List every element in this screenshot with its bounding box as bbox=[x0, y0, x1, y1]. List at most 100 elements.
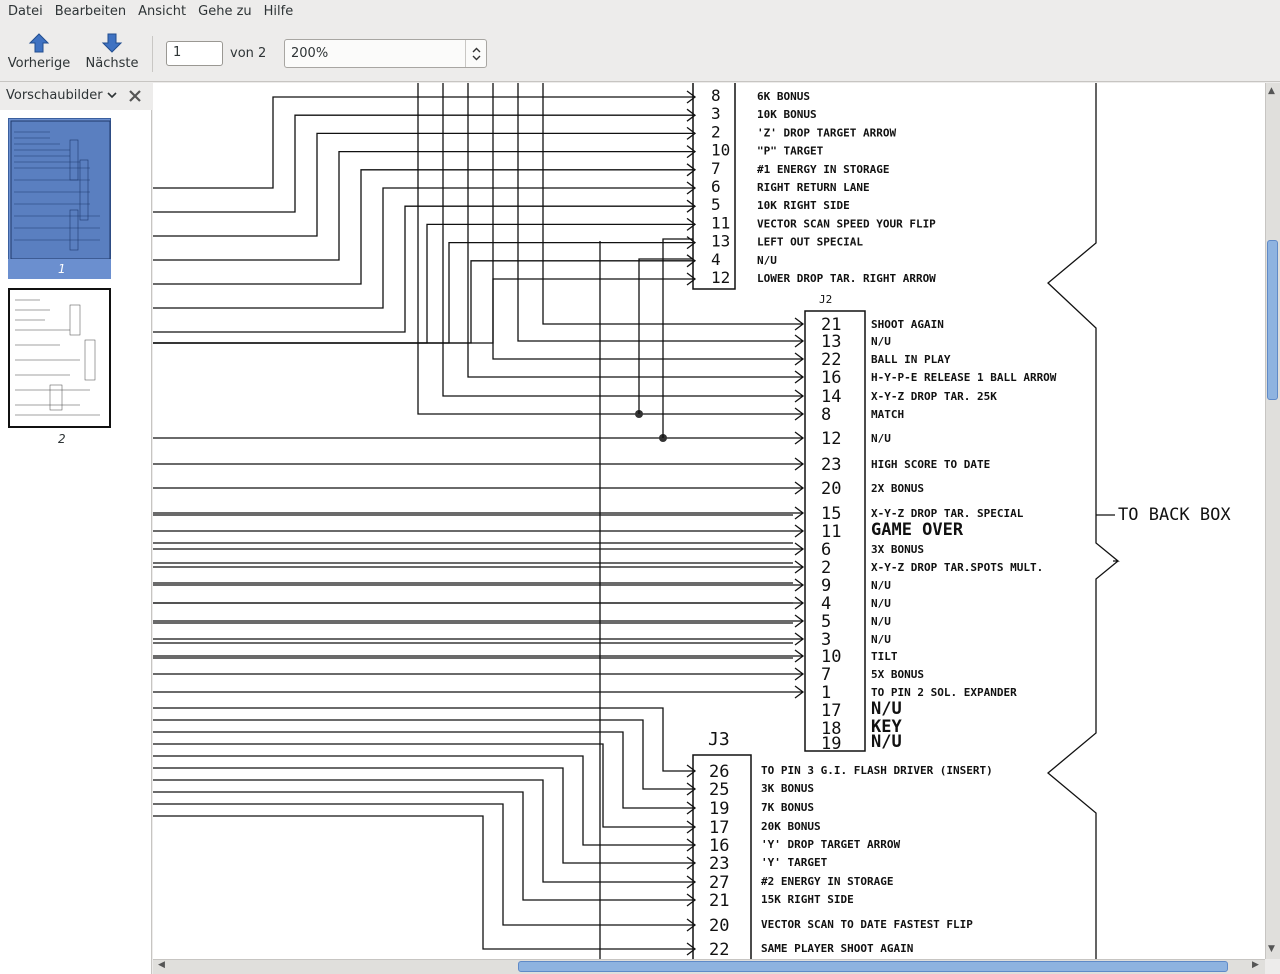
j3-pin-number: 21 bbox=[709, 891, 729, 911]
j1-pin-number: 11 bbox=[711, 213, 730, 232]
close-icon[interactable] bbox=[127, 88, 143, 104]
j1-pin-number: 3 bbox=[711, 104, 721, 123]
scroll-down-icon[interactable]: ▼ bbox=[1268, 944, 1275, 954]
j3-pin-arrow bbox=[686, 838, 697, 852]
j3-wire bbox=[153, 755, 693, 846]
j1-pin-number: 6 bbox=[711, 177, 721, 196]
j3-pin-number: 25 bbox=[709, 780, 729, 800]
j3-wire bbox=[153, 707, 693, 772]
previous-page-button[interactable]: Vorherige bbox=[6, 32, 72, 76]
j2-pin-label: N/U bbox=[871, 732, 902, 752]
sidebar-title: Vorschaubilder bbox=[6, 88, 103, 103]
zoom-value: 200% bbox=[291, 46, 329, 61]
j2-pin-number: 16 bbox=[821, 368, 841, 388]
j1-pin-arrow bbox=[686, 181, 697, 195]
vertical-scroll-thumb[interactable] bbox=[1267, 240, 1278, 400]
menu-datei[interactable]: Datei bbox=[8, 4, 43, 19]
j3-wire bbox=[153, 815, 693, 950]
sidebar-header: Vorschaubilder bbox=[0, 83, 152, 110]
j2-pin-number: 8 bbox=[821, 405, 831, 425]
j2-label: J2 bbox=[819, 293, 832, 306]
scroll-up-icon[interactable]: ▲ bbox=[1268, 86, 1275, 96]
j1-pin-arrow bbox=[686, 199, 697, 213]
menu-ansicht[interactable]: Ansicht bbox=[138, 4, 187, 19]
j2-pin-label: TILT bbox=[871, 650, 898, 663]
j2-pin-label: GAME OVER bbox=[871, 520, 964, 540]
thumbnail-1-label: 1 bbox=[58, 262, 66, 276]
j2-pin-label: X-Y-Z DROP TAR.SPOTS MULT. bbox=[871, 561, 1043, 574]
j3-connector bbox=[692, 754, 752, 959]
arrow-down-icon bbox=[101, 33, 123, 53]
j3-pin-label: 'Y' DROP TARGET ARROW bbox=[761, 838, 900, 851]
j2-pin-label: N/U bbox=[871, 335, 891, 348]
thumbnail-1[interactable] bbox=[8, 118, 111, 278]
j2-pin-label: X-Y-Z DROP TAR. 25K bbox=[871, 390, 997, 403]
j2-pin-number: 17 bbox=[821, 701, 841, 721]
j3-pin-label: 3K BONUS bbox=[761, 782, 814, 795]
j2-wire bbox=[467, 83, 803, 378]
j2-pin-label: N/U bbox=[871, 633, 891, 646]
j3-pin-arrow bbox=[686, 764, 697, 778]
thumbnail-2-label: 2 bbox=[58, 432, 66, 446]
j1-connector bbox=[692, 83, 736, 290]
j3-pin-number: 17 bbox=[709, 818, 729, 838]
scroll-right-icon[interactable]: ▶ bbox=[1252, 960, 1259, 970]
horizontal-scroll-thumb[interactable] bbox=[518, 961, 1228, 972]
j3-pin-label: 15K RIGHT SIDE bbox=[761, 893, 854, 906]
j2-pin-number: 2 bbox=[821, 558, 831, 578]
j2-pin-number: 10 bbox=[821, 647, 841, 667]
j1-pin-arrow bbox=[686, 254, 697, 268]
j3-wire bbox=[153, 731, 693, 809]
j2-pin-number: 1 bbox=[821, 683, 831, 703]
j3-pin-label: #2 ENERGY IN STORAGE bbox=[761, 875, 893, 888]
zoom-select[interactable]: 200% bbox=[284, 39, 487, 68]
j1-pin-number: 13 bbox=[711, 232, 730, 251]
j1-pin-arrow bbox=[686, 126, 697, 140]
previous-page-label: Vorherige bbox=[7, 56, 71, 71]
j2-pin-label: N/U bbox=[871, 432, 891, 445]
page-number-input[interactable]: 1 bbox=[166, 41, 223, 66]
thumbnail-2-image bbox=[15, 299, 100, 416]
next-page-button[interactable]: Nächste bbox=[82, 32, 142, 76]
menubar: Datei Bearbeiten Ansicht Gehe zu Hilfe bbox=[0, 0, 1280, 24]
back-box-bracket bbox=[1046, 83, 1120, 959]
j1-pin-arrow bbox=[686, 145, 697, 159]
junction-wire bbox=[638, 258, 693, 414]
j3-wire bbox=[153, 767, 693, 864]
j2-pin-number: 5 bbox=[821, 612, 831, 632]
next-page-label: Nächste bbox=[85, 56, 139, 71]
menu-bearbeiten[interactable]: Bearbeiten bbox=[54, 4, 127, 19]
j2-pin-number: 14 bbox=[821, 387, 841, 407]
vertical-scrollbar[interactable] bbox=[1265, 83, 1280, 959]
j2-pin-label: 5X BONUS bbox=[871, 668, 924, 681]
j1-pin-arrow bbox=[686, 272, 697, 286]
menu-gehe-zu[interactable]: Gehe zu bbox=[198, 4, 252, 19]
menu-hilfe[interactable]: Hilfe bbox=[263, 4, 294, 19]
j1-pin-number: 8 bbox=[711, 86, 721, 105]
sidebar-mode-select[interactable]: Vorschaubilder bbox=[6, 88, 117, 103]
j1-pin-number: 5 bbox=[711, 195, 721, 214]
j2-pin-number: 4 bbox=[821, 594, 831, 614]
j3-pin-number: 23 bbox=[709, 854, 729, 874]
j2-pin-number: 20 bbox=[821, 479, 841, 499]
page-total-label: von 2 bbox=[230, 46, 267, 61]
j1-pin-label: VECTOR SCAN SPEED YOUR FLIP bbox=[757, 217, 936, 230]
j2-pin-label: MATCH bbox=[871, 408, 904, 421]
j3-pin-arrow bbox=[686, 875, 697, 889]
j3-pin-arrow bbox=[686, 942, 697, 956]
j2-pin-label: BALL IN PLAY bbox=[871, 353, 951, 366]
j1-pin-arrow bbox=[686, 217, 697, 231]
thumbnail-2[interactable] bbox=[8, 288, 111, 428]
j2-pin-number: 12 bbox=[821, 429, 841, 449]
j1-pin-label: 10K RIGHT SIDE bbox=[757, 199, 850, 212]
j1-pin-label: LOWER DROP TAR. RIGHT ARROW bbox=[757, 272, 936, 285]
j3-pin-label: TO PIN 3 G.I. FLASH DRIVER (INSERT) bbox=[761, 764, 993, 777]
scroll-left-icon[interactable]: ◀ bbox=[158, 960, 165, 970]
j1-wire bbox=[153, 96, 693, 189]
toolbar: Vorherige Nächste 1 von 2 200% bbox=[0, 24, 1280, 82]
j3-pin-arrow bbox=[686, 820, 697, 834]
j3-pin-label: 7K BONUS bbox=[761, 801, 814, 814]
j1-pin-label: N/U bbox=[757, 254, 777, 267]
